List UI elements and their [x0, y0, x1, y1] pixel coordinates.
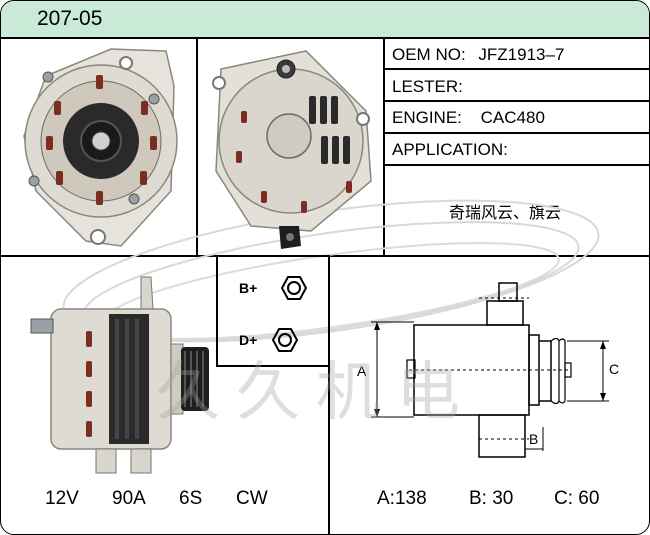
- spec-rotation: CW: [236, 488, 268, 509]
- engine-row: ENGINE: CAC480: [392, 108, 545, 128]
- dim-b-label: B: [529, 431, 539, 447]
- divider: [196, 37, 198, 255]
- alternator-rear-view: [212, 50, 372, 249]
- terminal-diagram: [216, 255, 330, 367]
- dim-c-label: C: [609, 361, 620, 377]
- oem-value: JFZ1913–7: [478, 45, 565, 64]
- divider: [383, 37, 385, 255]
- divider: [384, 68, 649, 70]
- dim-a-label: A: [357, 363, 367, 379]
- dimension-a: A:138: [377, 488, 427, 509]
- spec-pulley: 6S: [179, 488, 203, 509]
- divider: [384, 100, 649, 102]
- spec-voltage: 12V: [45, 488, 79, 509]
- divider: [384, 132, 649, 134]
- dimension-b: B: 30: [469, 488, 514, 509]
- lester-row: LESTER:: [392, 77, 482, 97]
- divider: [328, 255, 330, 534]
- dimension-drawing: [371, 282, 609, 458]
- alternator-side-view: [30, 276, 209, 474]
- header-bar: 207-05: [1, 1, 649, 39]
- application-value: 奇瑞风云、旗云: [449, 205, 562, 222]
- engine-label: ENGINE:: [392, 108, 462, 127]
- d-plus-label: D+: [239, 332, 258, 348]
- oem-row: OEM NO: JFZ1913–7: [392, 45, 564, 65]
- watermark-text: 久久机电: [156, 356, 476, 430]
- divider: [384, 164, 649, 166]
- engine-value: CAC480: [480, 108, 545, 127]
- alternator-front-view: [23, 48, 178, 247]
- application-row: APPLICATION:: [392, 140, 508, 160]
- oem-label: OEM NO:: [392, 45, 466, 64]
- application-label: APPLICATION:: [392, 140, 508, 159]
- lester-label: LESTER:: [392, 77, 463, 96]
- spec-current: 90A: [112, 488, 146, 509]
- b-plus-label: B+: [239, 280, 258, 296]
- part-code: 207-05: [37, 7, 103, 30]
- dimension-c: C: 60: [554, 488, 600, 509]
